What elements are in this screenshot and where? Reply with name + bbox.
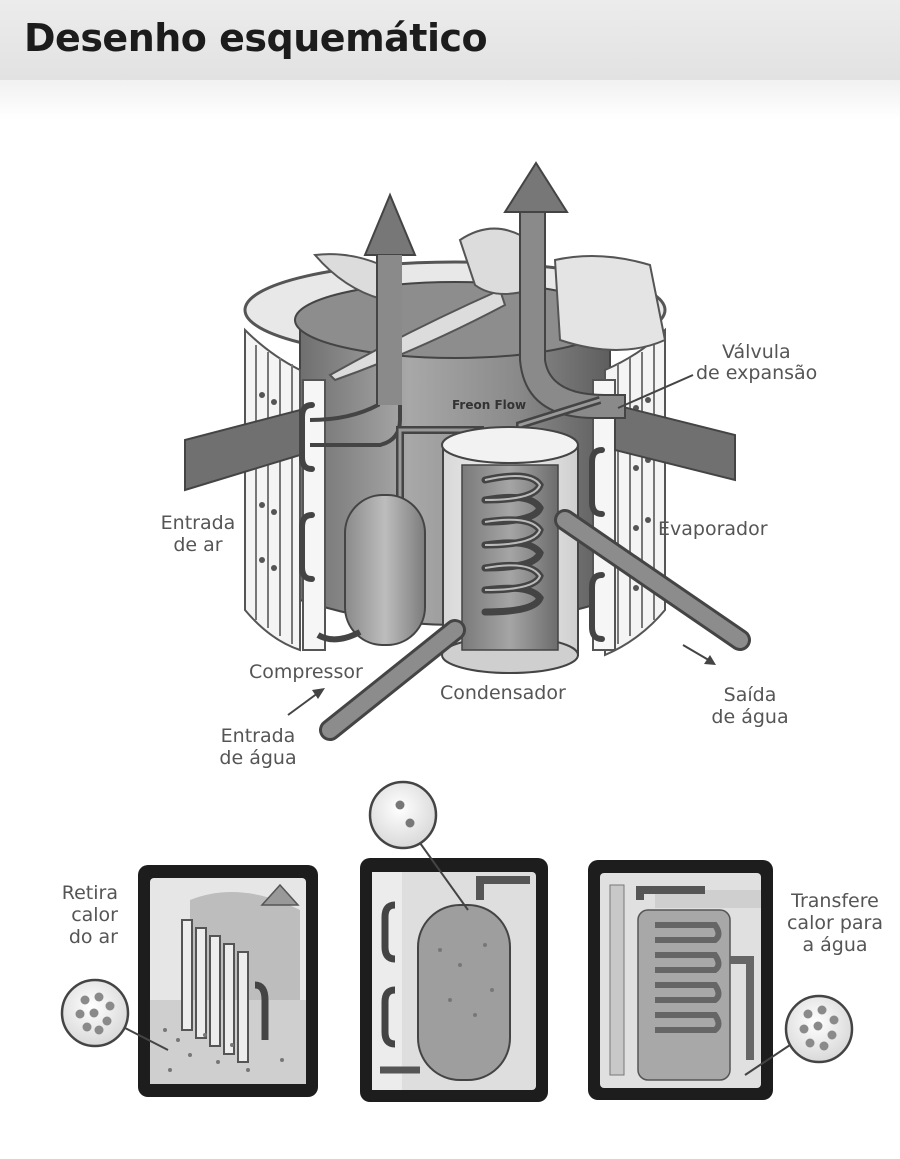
page-title: Desenho esquemático	[24, 16, 488, 60]
water-inlet-pipe	[319, 619, 466, 741]
air-inlet-bar-left	[184, 408, 301, 492]
left-evaporator-fins	[244, 327, 326, 652]
label-valvula-line2: de expansão	[696, 362, 818, 384]
label-retira-line2: calor	[71, 904, 118, 926]
condenser	[441, 426, 579, 674]
panel-compressor-detail	[360, 780, 548, 1102]
heat-pump-diagram	[184, 161, 751, 741]
air-outflow-arrow-left	[309, 192, 417, 447]
label-saida-line2: de água	[711, 706, 789, 728]
label-entrada-agua-line2: de água	[219, 747, 297, 769]
water-outlet-pipe	[554, 509, 751, 651]
label-entrada-ar-line2: de ar	[173, 534, 223, 556]
panel-evaporator-detail	[60, 865, 318, 1097]
label-transfere-line3: a água	[802, 934, 868, 956]
title-bar: Desenho esquemático	[0, 0, 900, 80]
label-retira-line3: do ar	[68, 926, 118, 948]
title-shadow	[0, 80, 900, 120]
air-inlet-bar-right	[614, 403, 736, 482]
right-evaporator-fins	[589, 327, 666, 657]
label-freon-flow: Freon Flow	[452, 398, 527, 412]
label-compressor: Compressor	[249, 661, 363, 683]
label-valvula-line1: Válvula	[722, 341, 791, 363]
compressor	[316, 494, 426, 646]
panel-condenser-detail	[588, 860, 854, 1100]
label-transfere-line1: Transfere	[791, 890, 879, 912]
label-transfere-line2: calor para	[786, 912, 883, 934]
label-evaporador: Evaporador	[658, 518, 768, 540]
label-condensador: Condensador	[440, 682, 566, 704]
label-saida-line1: Saída	[723, 684, 777, 706]
label-entrada-agua-line1: Entrada	[220, 725, 296, 747]
label-retira-line1: Retira	[61, 882, 118, 904]
label-entrada-ar-line1: Entrada	[160, 512, 236, 534]
air-outflow-arrow-right	[503, 161, 626, 419]
